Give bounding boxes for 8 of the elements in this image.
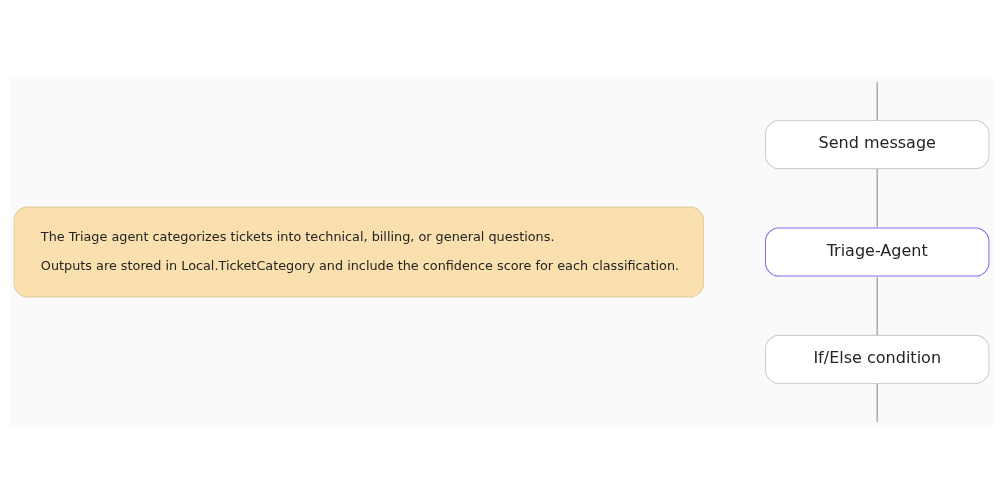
connector [876, 81, 878, 122]
connector [876, 275, 878, 336]
node-box: Send message [764, 120, 989, 170]
node-box: The Triage agent categorizes tickets into technical, billing, or general questions. Outputs are stored in Local.TicketCategory and include the confidence score for each classification. [13, 206, 704, 298]
connector [876, 168, 878, 229]
node-box: If/Else condition [764, 334, 989, 384]
connector [876, 383, 878, 423]
node-box: Triage-Agent [764, 227, 989, 277]
